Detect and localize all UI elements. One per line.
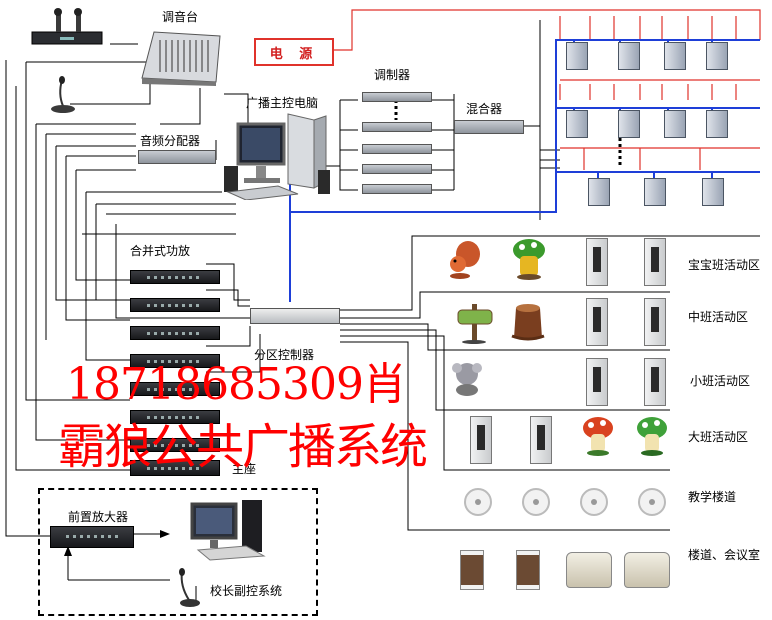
wall-speaker: [664, 42, 686, 70]
column-speaker-icon: [530, 416, 552, 464]
phone-overlay-text: 18718685309肖: [66, 359, 407, 410]
wall-speaker: [618, 42, 640, 70]
modulator-unit-4: [362, 164, 432, 174]
combined-amplifier: [130, 438, 220, 452]
horn-speaker-icon: [624, 552, 670, 588]
principal-system-label: 校长副控系统: [210, 584, 283, 598]
wireless-mic-receiver-icon: [30, 8, 104, 46]
zone-controller-label: 分区控制器: [254, 348, 315, 362]
mixer-unit-device: [454, 120, 524, 134]
power-supply-box: 电 源: [254, 38, 334, 66]
wall-speaker-icon: [460, 550, 484, 590]
wall-speaker: [706, 110, 728, 138]
combined-amplifier: [130, 270, 220, 284]
zone-label: 楼道、会议室: [688, 548, 761, 562]
audio-splitter-device: [138, 150, 216, 164]
zone-label: 宝宝班活动区: [688, 258, 761, 272]
column-speaker-icon: [586, 298, 608, 346]
modulator-label: 调制器: [374, 68, 411, 82]
zone-label: 教学楼道: [688, 490, 737, 504]
desktop-computer-icon: [222, 110, 332, 201]
wall-speaker: [566, 42, 588, 70]
zone-label: 小班活动区: [690, 374, 751, 388]
audio-splitter-label: 音频分配器: [140, 134, 201, 148]
combined-amplifier: [130, 298, 220, 312]
preamp-label: 前置放大器: [68, 510, 129, 524]
mushroom-speaker-icon: [582, 416, 614, 456]
principal-subsystem-box: [38, 488, 318, 616]
zone-controller-device: [250, 308, 340, 324]
column-speaker-icon: [644, 358, 666, 406]
signpost-speaker-icon: [456, 300, 494, 344]
host-label: 主座: [232, 462, 257, 476]
wall-speaker-icon: [516, 550, 540, 590]
squirrel-speaker-icon: [446, 240, 482, 280]
wall-speaker: [664, 110, 686, 138]
wall-speaker: [644, 178, 666, 206]
ceiling-speaker-icon: [522, 488, 550, 516]
host-pc-label: 广播主控电脑: [246, 96, 319, 110]
mushroom-speaker-icon: [636, 416, 668, 456]
wall-speaker: [702, 178, 724, 206]
mixer-label: 调音台: [162, 10, 199, 24]
combined-amplifier: [130, 354, 220, 368]
wall-speaker: [566, 110, 588, 138]
desktop-computer-icon: [188, 498, 284, 562]
gooseneck-microphone-icon: [48, 76, 78, 114]
brand-overlay-text: 霸狼公共广播系统: [58, 419, 428, 475]
column-speaker-icon: [644, 238, 666, 286]
mixer-unit-label: 混合器: [466, 102, 503, 116]
tree-stump-speaker-icon: [510, 296, 546, 342]
wall-speaker: [588, 178, 610, 206]
combined-amplifier: [130, 410, 220, 424]
wall-speaker: [618, 110, 640, 138]
combined-amplifier: [130, 460, 220, 476]
ceiling-speaker-icon: [464, 488, 492, 516]
koala-speaker-icon: [452, 360, 482, 396]
ceiling-speaker-icon: [580, 488, 608, 516]
modulator-unit-1: [362, 92, 432, 102]
zone-label: 大班活动区: [688, 430, 749, 444]
combined-amplifier: [130, 382, 220, 396]
column-speaker-icon: [586, 238, 608, 286]
modulator-unit-3: [362, 144, 432, 154]
preamplifier-device: [50, 526, 134, 548]
mixing-console-icon: [140, 26, 222, 86]
modulator-unit-5: [362, 184, 432, 194]
gooseneck-microphone-icon: [176, 568, 202, 608]
combined-amplifier: [130, 326, 220, 340]
horn-speaker-icon: [566, 552, 612, 588]
column-speaker-icon: [470, 416, 492, 464]
mushroom-speaker-icon: [512, 238, 546, 280]
column-speaker-icon: [644, 298, 666, 346]
column-speaker-icon: [586, 358, 608, 406]
zone-label: 中班活动区: [688, 310, 749, 324]
modulator-unit-2: [362, 122, 432, 132]
ceiling-speaker-icon: [638, 488, 666, 516]
combined-amp-label: 合并式功放: [130, 244, 191, 258]
wall-speaker: [706, 42, 728, 70]
